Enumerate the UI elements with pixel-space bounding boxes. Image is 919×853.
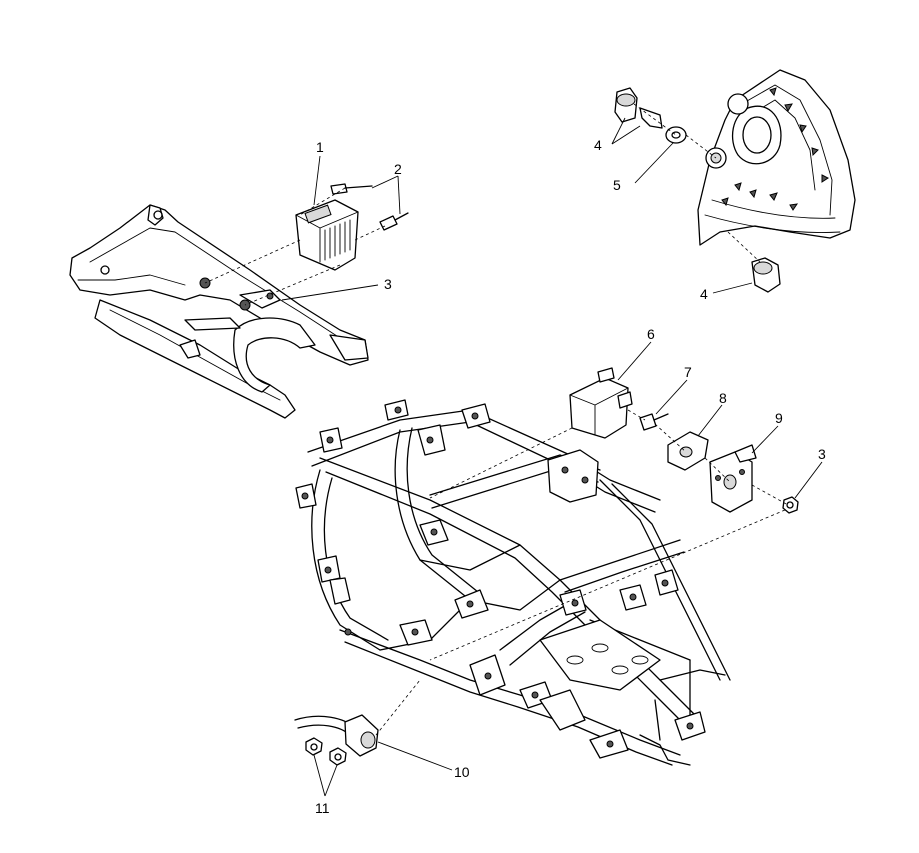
main-frame [295, 399, 731, 766]
assembly-lines [204, 103, 789, 736]
callout-4-lower: 4 [700, 286, 708, 302]
callout-5: 5 [613, 177, 621, 193]
callout-3-left: 3 [384, 276, 392, 292]
mounting-plate [667, 431, 709, 471]
callout-6: 6 [647, 326, 655, 342]
callout-10: 10 [454, 764, 470, 780]
voltage-regulator [295, 199, 359, 271]
callout-11: 11 [315, 800, 330, 816]
headlight-bulb-lower [751, 257, 781, 293]
regulator-bolts [330, 183, 409, 231]
callout-9: 9 [775, 410, 783, 426]
washer [665, 126, 687, 144]
control-module [569, 367, 633, 439]
leader-lines [281, 117, 823, 797]
relay [294, 714, 379, 757]
headlight-bulb-upper [614, 87, 663, 129]
callout-labels: 1 2 3 4 5 4 6 7 8 9 3 10 11 [315, 137, 826, 816]
callout-4-upper: 4 [594, 137, 602, 153]
bracket [709, 444, 757, 513]
callout-7: 7 [684, 364, 692, 380]
nut [782, 496, 799, 514]
callout-1: 1 [316, 139, 324, 155]
callout-3-right: 3 [818, 446, 826, 462]
headlight-pod [697, 69, 856, 246]
relay-fasteners [305, 737, 347, 766]
callout-8: 8 [719, 390, 727, 406]
module-bolt [639, 413, 669, 431]
callout-2: 2 [394, 161, 402, 177]
